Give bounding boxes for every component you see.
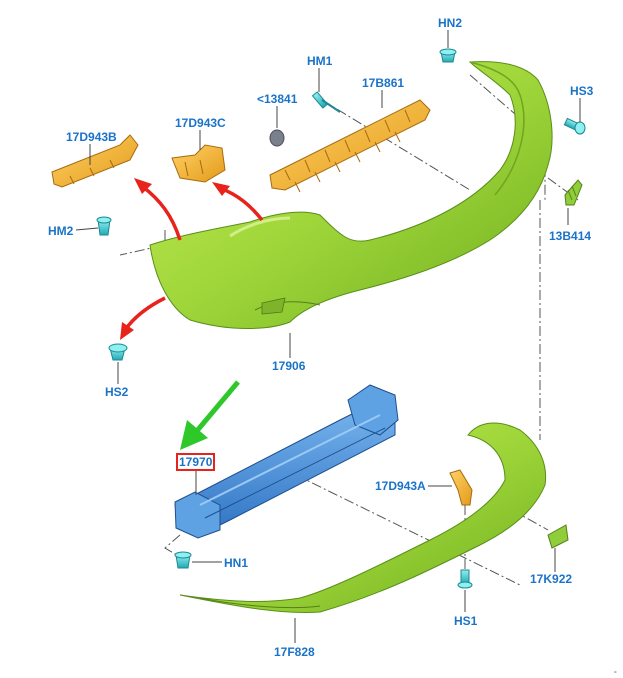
label-13b414: 13B414: [549, 229, 591, 243]
bumper-cover-17906: [149, 61, 553, 329]
clip-hm2: [96, 216, 112, 236]
energy-absorber-17B861: [269, 99, 431, 193]
label-17d943a: 17D943A: [375, 479, 426, 493]
clip-hn1: [174, 551, 192, 569]
label-hn2: HN2: [438, 16, 462, 30]
label-hn1: HN1: [224, 556, 248, 570]
label-hm2: HM2: [48, 224, 74, 238]
reinforcement-beam-17970: [174, 384, 399, 539]
bracket-17D943C: [171, 144, 226, 183]
label-17970: 17970: [179, 455, 213, 469]
corner-mark: °: [614, 670, 617, 678]
red-arrow-heads: [120, 178, 230, 340]
screw-hs1: [457, 569, 473, 589]
label-17d943c: 17D943C: [175, 116, 226, 130]
bracket-13B414: [564, 179, 583, 206]
label-17b861: 17B861: [362, 76, 404, 90]
label-hs3: HS3: [570, 84, 594, 98]
label-hs1: HS1: [454, 614, 478, 628]
part-13841-shape: [269, 129, 285, 147]
highlight-box-17970: [176, 453, 215, 471]
clip-hs2: [108, 343, 128, 361]
leader-lines: [75, 30, 581, 643]
screw-hs3: [563, 117, 586, 135]
label-hm1: HM1: [307, 54, 333, 68]
bracket-17D943A: [449, 469, 473, 506]
label-17d943b: 17D943B: [66, 130, 117, 144]
part-labels: HN2 HM1 17B861 <13841 HS3 17D943B 17D943…: [48, 16, 594, 659]
label-hs2: HS2: [105, 385, 129, 399]
lower-valance-17F828: [179, 422, 547, 613]
bracket-17D943B: [51, 134, 139, 188]
screw-hm1: [311, 91, 341, 113]
bracket-17K922: [547, 524, 569, 549]
clip-hn2: [439, 48, 457, 63]
green-arrow: [180, 380, 240, 450]
label-13841: <13841: [257, 92, 298, 106]
label-17k922: 17K922: [530, 572, 572, 586]
label-17906: 17906: [272, 359, 306, 373]
label-17f828: 17F828: [274, 645, 315, 659]
